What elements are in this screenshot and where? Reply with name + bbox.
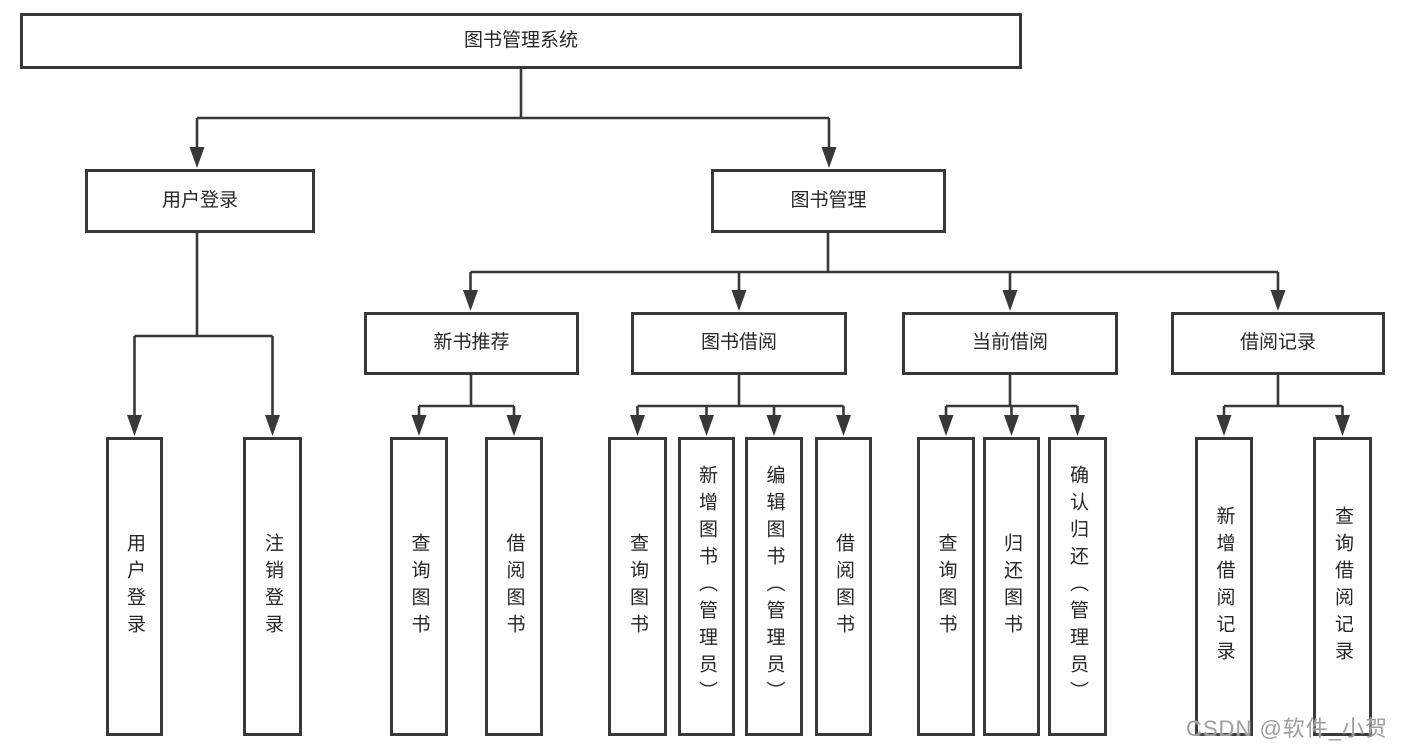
arrow-down-icon: [1070, 415, 1085, 436]
arrow-down-icon: [189, 147, 205, 168]
arrow-down-icon: [506, 415, 522, 436]
leaf-user-login: 用户登录: [106, 437, 163, 736]
connector-borrow-records: [1222, 374, 1344, 417]
branch-book-management: 图书管理: [711, 169, 946, 233]
group-borrow-records: 借阅记录: [1171, 312, 1385, 375]
leaf-query-books-borrow: 查询图书: [608, 437, 667, 736]
leaf-borrow-books-recommend: 借阅图书: [485, 437, 543, 736]
arrow-down-icon: [1004, 415, 1019, 436]
group-new-book-recommend: 新书推荐: [364, 312, 579, 375]
arrow-down-icon: [1216, 415, 1232, 436]
connector-book-management: [469, 232, 1280, 292]
arrow-down-icon: [938, 415, 954, 436]
leaf-add-borrow-record: 新增借阅记录: [1195, 437, 1253, 736]
branch-user-login: 用户登录: [85, 169, 315, 233]
csdn-watermark: CSDN @软件_小贺同学: [1186, 716, 1389, 741]
arrow-down-icon: [630, 415, 645, 436]
arrow-down-icon: [1002, 290, 1018, 311]
leaf-return-book: 归还图书: [983, 437, 1040, 736]
connector-book-borrow: [636, 374, 845, 417]
arrow-down-icon: [836, 415, 851, 436]
arrow-down-icon: [1270, 290, 1286, 311]
leaf-query-books-recommend: 查询图书: [390, 437, 448, 736]
leaf-borrow-books: 借阅图书: [815, 437, 872, 736]
leaf-query-borrow-record: 查询借阅记录: [1313, 437, 1372, 736]
leaf-confirm-return-admin: 确认归还（管理员）: [1048, 437, 1107, 736]
connector-new-book-recommend: [417, 374, 516, 417]
arrow-down-icon: [1335, 415, 1350, 436]
arrow-down-icon: [463, 290, 478, 311]
arrow-down-icon: [411, 415, 427, 436]
group-book-borrow: 图书借阅: [631, 312, 847, 375]
leaf-add-book-admin: 新增图书（管理员）: [678, 437, 735, 736]
arrow-down-icon: [821, 147, 837, 168]
root-node-system-title: 图书管理系统: [20, 13, 1022, 69]
arrow-down-icon: [265, 415, 280, 436]
arrow-down-icon: [766, 415, 782, 436]
leaf-logout: 注销登录: [243, 437, 302, 736]
arrow-down-icon: [699, 415, 714, 436]
arrow-down-icon: [731, 290, 747, 311]
connector-root: [195, 69, 831, 149]
arrow-down-icons: [127, 147, 1350, 436]
connector-user-login: [133, 232, 274, 417]
group-current-borrow: 当前借阅: [902, 312, 1118, 375]
leaf-edit-book-admin: 编辑图书（管理员）: [745, 437, 803, 736]
arrow-down-icon: [127, 415, 142, 436]
connector-current-borrow: [944, 374, 1079, 417]
leaf-query-books-current: 查询图书: [917, 437, 975, 736]
